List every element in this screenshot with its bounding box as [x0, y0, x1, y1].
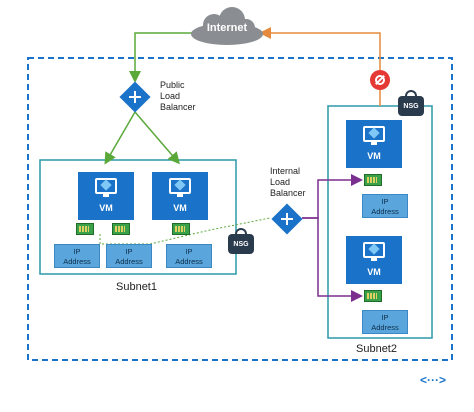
arrow-public-lb-to-vm1 [104, 111, 136, 165]
internal-lb-label-line2: Load [270, 177, 291, 187]
nsg-label: NSG [233, 241, 249, 248]
subnet2-vm1: VM [346, 120, 402, 168]
subnet1-box [39, 159, 237, 275]
arrow-subnet2-to-internet [259, 27, 381, 106]
internet-cloud-icon [191, 7, 263, 45]
monitor-icon [363, 126, 385, 142]
subnet2-ip-address-2: IP Address [362, 310, 408, 334]
ip-label-line1: IP [381, 197, 389, 206]
monitor-icon [363, 242, 385, 258]
nic-icon [364, 174, 382, 186]
arrow-internal-lb-to-vm4 [302, 217, 363, 302]
internal-lb-label-line3: Balancer [270, 188, 306, 198]
ip-label-line2: Address [115, 257, 143, 266]
vm-label: VM [173, 203, 187, 213]
arrow-internet-to-public-lb [129, 32, 195, 83]
ip-label-line1: IP [185, 247, 193, 256]
ip-label-line2: Address [175, 257, 203, 266]
ip-label-line2: Address [371, 323, 399, 332]
nsg-subnet1-icon: NSG [228, 228, 254, 254]
internet-label: Internet [206, 22, 248, 34]
public-lb-label-line2: Load [160, 91, 181, 101]
public-load-balancer-icon [119, 81, 151, 113]
virtual-network-icon: <···> [419, 373, 446, 387]
subnet1-ip-address-1: IP Address [54, 244, 100, 268]
subnet1-label: Subnet1 [116, 281, 157, 293]
arrow-public-lb-to-vm2 [134, 111, 180, 165]
subnet2-ip-address-1: IP Address [362, 194, 408, 218]
blocked-icon [370, 70, 390, 90]
internal-lb-label: Internal Load Balancer [270, 166, 306, 199]
vm-label: VM [367, 267, 381, 277]
arrow-internal-lb-to-vm3 [302, 174, 363, 219]
subnet2-vm2: VM [346, 236, 402, 284]
internal-load-balancer-icon [271, 203, 303, 235]
vm-label: VM [367, 151, 381, 161]
nic-icon [364, 290, 382, 302]
public-lb-label-line1: Public [160, 80, 185, 90]
nsg-subnet2-icon: NSG [398, 90, 424, 116]
nic-icon [112, 223, 130, 235]
nic-icon [76, 223, 94, 235]
subnet1-ip-address-3: IP Address [166, 244, 212, 268]
monitor-icon [169, 178, 191, 194]
internal-lb-label-line1: Internal [270, 166, 301, 176]
ip-label-line1: IP [381, 313, 389, 322]
nsg-label: NSG [403, 103, 419, 110]
ip-label-line2: Address [63, 257, 91, 266]
nic-icon [172, 223, 190, 235]
vm-label: VM [99, 203, 113, 213]
ip-label-line1: IP [125, 247, 133, 256]
vnet-boundary [27, 57, 453, 361]
monitor-icon [95, 178, 117, 194]
public-lb-label: Public Load Balancer [160, 80, 196, 113]
ip-label-line1: IP [73, 247, 81, 256]
subnet1-vm2: VM [152, 172, 208, 220]
subnet2-label: Subnet2 [356, 343, 397, 355]
subnet1-ip-address-2: IP Address [106, 244, 152, 268]
public-lb-label-line3: Balancer [160, 102, 196, 112]
ip-label-line2: Address [371, 207, 399, 216]
subnet1-vm1: VM [78, 172, 134, 220]
